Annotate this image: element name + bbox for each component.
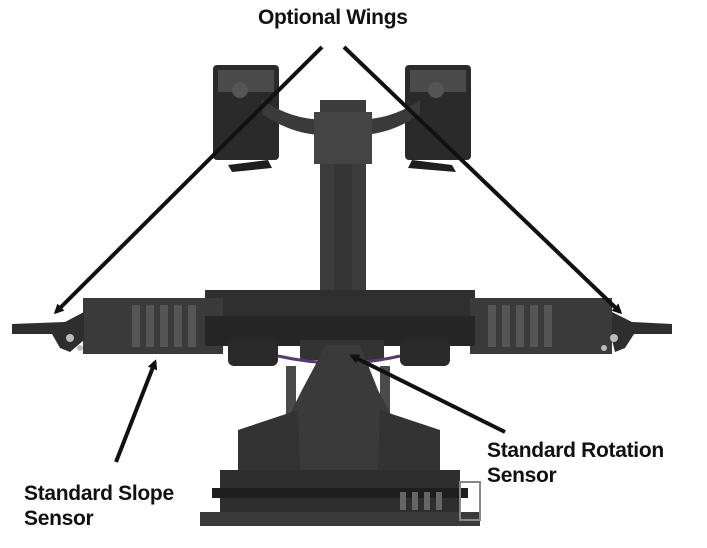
slope-sensor-label: Standard Slope Sensor — [24, 481, 174, 531]
slope-sensor-line1: Standard Slope — [24, 482, 174, 505]
right-wing — [601, 312, 672, 352]
slope-sensor-line2: Sensor — [24, 507, 94, 530]
wings-arrow-left — [53, 45, 324, 315]
rotation-sensor-label: Standard Rotation Sensor — [487, 438, 664, 488]
optional-wings-label: Optional Wings — [258, 5, 408, 30]
right-monitor — [405, 65, 471, 172]
wings-arrow-right — [342, 45, 623, 315]
left-monitor — [213, 65, 279, 172]
optional-wings-text: Optional Wings — [258, 6, 408, 29]
slope-sensor-arrow — [114, 359, 158, 463]
rotation-sensor-line2: Sensor — [487, 464, 557, 487]
support-arms — [262, 100, 420, 136]
callout-arrows — [53, 45, 623, 463]
left-wing — [12, 312, 84, 352]
main-beam — [83, 290, 612, 354]
rotation-sensor-arrow — [349, 354, 506, 434]
rotation-sensor-line1: Standard Rotation — [487, 439, 664, 462]
machine-illustration — [12, 65, 672, 526]
